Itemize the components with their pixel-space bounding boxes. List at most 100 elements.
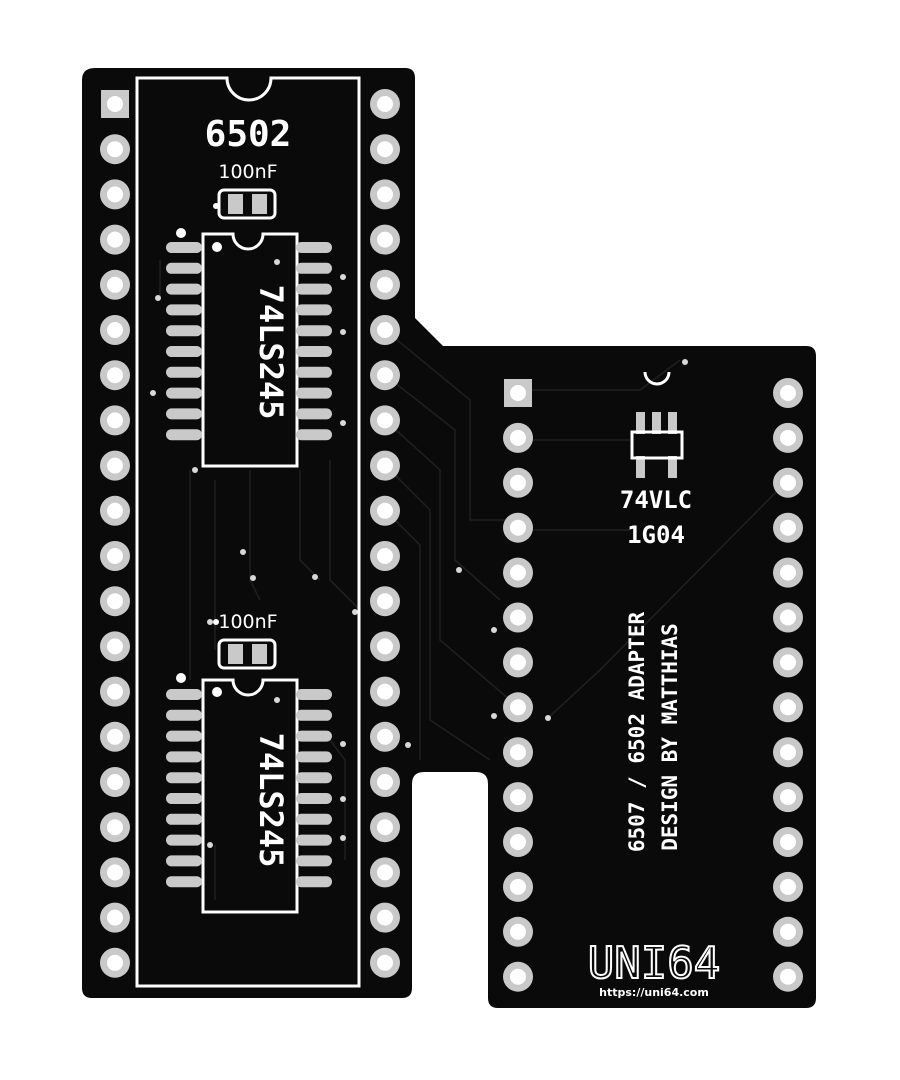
left-header-a-pin-hole (107, 322, 123, 338)
ic-top-pad (166, 408, 202, 420)
ic-top-pad (166, 429, 202, 441)
ic-bottom-pad (296, 855, 332, 867)
ic-top: 74LS245 (166, 228, 332, 468)
capacitor-bottom-label: 100nF (218, 611, 277, 633)
ic-bottom-pad (166, 689, 202, 700)
ic-top-pad (166, 262, 202, 274)
ic-bottom: 74LS245 (166, 673, 332, 914)
ic-bottom-pad (296, 689, 332, 700)
left-header-a-pin-hole (107, 141, 123, 158)
pin-header-right-a (503, 379, 533, 992)
left-header-b-pin-hole (377, 141, 393, 158)
left-header-b-pin-hole (377, 774, 393, 790)
ic-bottom-pad (296, 834, 332, 846)
left-header-b-pin-hole (377, 954, 393, 971)
uni64-logo: UNI64 (588, 938, 720, 989)
left-header-a-pin-hole (107, 909, 123, 926)
left-header-a-pin-hole (107, 457, 123, 474)
ic-top-pad (296, 346, 332, 357)
left-header-a-pin-hole (107, 728, 123, 745)
ic-top-pad (296, 325, 332, 337)
left-header-b-pin-hole (377, 819, 393, 836)
left-header-a-pin-hole (107, 367, 123, 384)
right-header-b-pin-hole (780, 654, 796, 671)
left-header-a-pin-hole (107, 186, 123, 203)
right-header-b-pin-hole (780, 878, 796, 895)
left-header-a-pin-hole (107, 774, 123, 790)
left-header-b-pin-hole (377, 231, 393, 248)
right-header-a-pin-hole (510, 654, 526, 671)
title-line1: 6507 / 6502 ADAPTER (625, 612, 649, 853)
ic-top-pad (166, 346, 202, 357)
left-header-b-pin-hole (377, 186, 393, 203)
ic-top-pad (166, 387, 202, 399)
right-header-b-pin-hole (780, 834, 796, 850)
pin-header-left-a (100, 90, 130, 978)
right-header-b-pin-hole (780, 519, 796, 536)
right-header-a-pin-hole (510, 878, 526, 895)
left-header-b-pin-hole (377, 367, 393, 384)
ic-bottom-pad (296, 813, 332, 825)
right-header-b-pin-hole (780, 699, 796, 716)
right-header-b-pin-hole (780, 609, 796, 626)
left-header-b-pin-hole (377, 457, 393, 474)
main-chip-outline (135, 76, 361, 988)
right-header-b-pin-hole (780, 385, 796, 401)
left-header-b-pin-hole (377, 728, 393, 745)
ic-top-pad (296, 366, 332, 378)
left-header-a-pin-hole (107, 638, 123, 655)
inverter-chip: 74VLC 1G04 (620, 371, 692, 549)
ic-top-pad (166, 366, 202, 378)
capacitor-bottom: 100nF (213, 611, 278, 670)
ic-top-pad (296, 262, 332, 274)
ic-top-pad (296, 304, 332, 316)
ic-bottom-pad (296, 709, 332, 721)
right-header-a-pin-hole (510, 609, 526, 626)
left-header-b-pin-hole (377, 548, 393, 564)
left-header-a-pin-hole (107, 593, 123, 610)
left-header-a-pin-hole (107, 548, 123, 564)
ic-top-pad (166, 304, 202, 316)
inverter-label-line2: 1G04 (627, 521, 685, 549)
pin-header-left-b (370, 89, 400, 978)
main-chip-label: 6502 (205, 114, 292, 155)
left-header-b-pin-hole (377, 322, 393, 338)
right-header-b-pin-hole (780, 968, 796, 985)
right-header-a-pin-hole (510, 923, 526, 940)
right-header-b-pin-hole (780, 744, 796, 761)
ic-bottom-pad (166, 793, 202, 804)
right-header-a-pin-hole (510, 519, 526, 536)
pin-header-right-b (773, 378, 803, 992)
left-header-b-pin-hole (377, 593, 393, 610)
right-header-a-pin-hole (510, 564, 526, 581)
ic-bottom-pad (166, 876, 202, 888)
right-header-b-pin-hole (780, 474, 796, 491)
ic-top-pad (166, 325, 202, 337)
ic-top-pad (296, 387, 332, 399)
right-header-a-pin-hole (510, 789, 526, 806)
left-header-a-pin-hole (107, 231, 123, 248)
ic-top-pad (296, 408, 332, 420)
inverter-label-line1: 74VLC (620, 486, 692, 514)
right-header-a-pin-hole (510, 834, 526, 850)
website-url: https://uni64.com (599, 986, 709, 999)
copper-traces (159, 260, 789, 900)
right-header-a-pin-hole (510, 474, 526, 491)
ic-top-pad (296, 242, 332, 253)
right-header-b-pin-hole (780, 429, 796, 446)
right-header-a-pin-hole (510, 744, 526, 761)
left-header-b-pin-hole (377, 638, 393, 655)
ic-bottom-label: 74LS245 (252, 733, 290, 868)
left-header-b-pin-hole (377, 909, 393, 926)
ic-bottom-pad (296, 751, 332, 763)
right-header-a-pin-hole (510, 699, 526, 716)
capacitor-top-label: 100nF (218, 161, 277, 183)
right-header-b-pin-hole (780, 923, 796, 940)
right-header-a-pin-hole (510, 385, 526, 401)
right-header-b-pin-hole (780, 789, 796, 806)
ic-bottom-pad (166, 772, 202, 784)
ic-bottom-pad (166, 855, 202, 867)
ic-bottom-pad (166, 709, 202, 721)
left-header-a-pin-hole (107, 864, 123, 881)
